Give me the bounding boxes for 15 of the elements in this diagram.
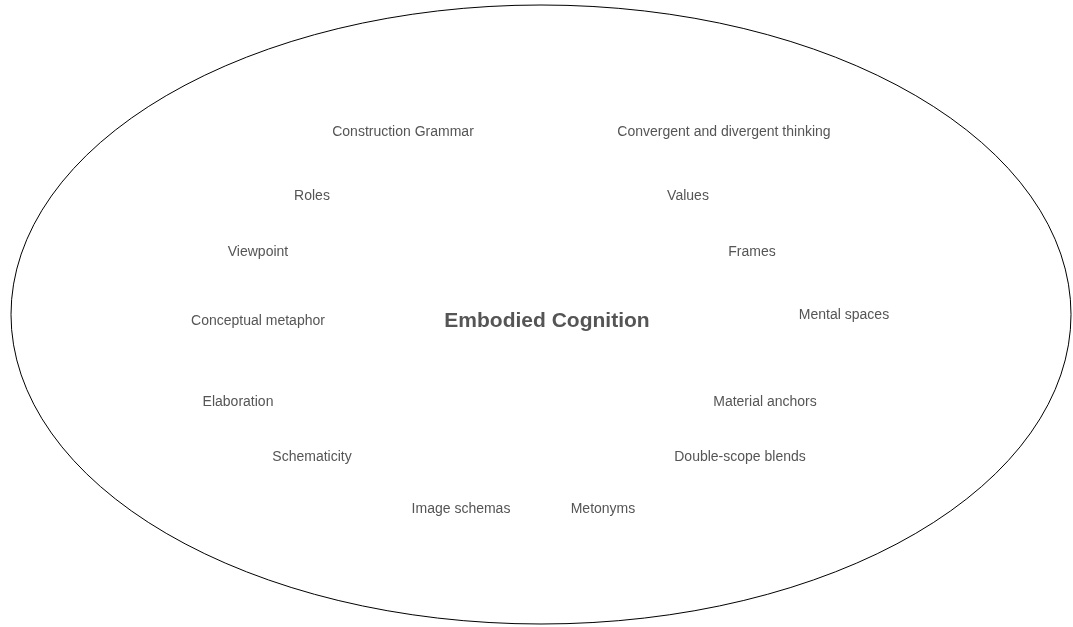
- central-concept: Embodied Cognition: [444, 308, 650, 332]
- concept-label: Double-scope blends: [674, 448, 806, 464]
- concept-label: Conceptual metaphor: [191, 312, 325, 328]
- concept-label: Schematicity: [272, 448, 352, 464]
- concept-label: Viewpoint: [227, 243, 289, 259]
- concept-label: Values: [667, 187, 709, 203]
- concept-label: Frames: [728, 243, 776, 259]
- concept-label: Mental spaces: [798, 306, 890, 322]
- concept-label: Elaboration: [202, 393, 274, 409]
- concept-label: Material anchors: [713, 393, 817, 409]
- concept-label: Roles: [294, 187, 330, 203]
- concept-label: Convergent and divergent thinking: [617, 123, 831, 139]
- concept-label: Image schemas: [411, 500, 511, 516]
- concept-label: Metonyms: [570, 500, 636, 516]
- concept-label: Construction Grammar: [332, 123, 474, 139]
